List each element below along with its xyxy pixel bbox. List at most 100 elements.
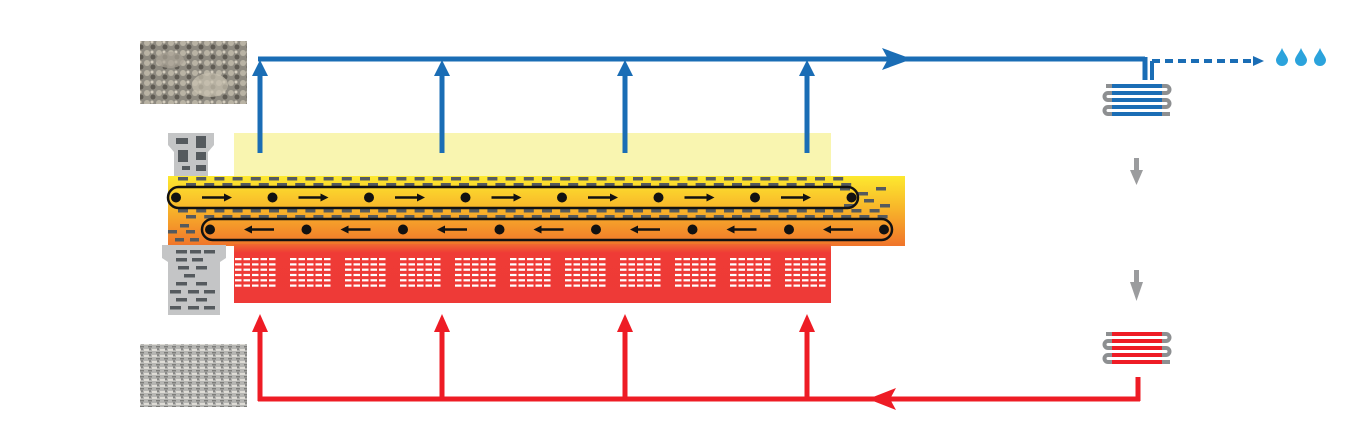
flow-arrow-down-1 (1130, 158, 1143, 185)
material-block (396, 177, 407, 181)
heat-slot (810, 284, 817, 287)
material-block (705, 209, 716, 213)
material-block (196, 209, 207, 213)
heat-slot (400, 279, 407, 282)
coil-bend (1102, 105, 1112, 116)
material-block (633, 177, 643, 181)
material-block (858, 192, 868, 196)
heat-slot (370, 263, 377, 266)
material-block (295, 183, 306, 187)
material-block (687, 209, 698, 213)
heat-slot (700, 268, 707, 271)
heat-slot (785, 263, 792, 266)
coil-bend (1162, 332, 1172, 343)
heat-slot (785, 273, 792, 277)
heat-slot (764, 263, 771, 266)
arrow-up-icon (252, 60, 268, 76)
material-block (550, 183, 560, 187)
heat-slot (683, 279, 690, 282)
material-block (349, 183, 360, 187)
heat-slot (290, 279, 297, 282)
heat-slot (535, 268, 542, 271)
inlet-hopper (168, 133, 214, 176)
heat-slot (260, 268, 267, 271)
heat-slot (472, 263, 479, 266)
heat-slot (400, 284, 407, 287)
material-block (305, 177, 316, 181)
heat-slot (645, 273, 652, 277)
material-block (477, 215, 488, 219)
roller (846, 192, 857, 203)
heat-slot (747, 284, 754, 287)
heat-slot (535, 263, 542, 266)
arrow-right-icon (513, 193, 522, 202)
heat-slot (307, 263, 314, 266)
material-block (250, 177, 261, 181)
heat-slot (810, 263, 817, 266)
material-block (669, 177, 680, 181)
heat-slot (298, 273, 305, 277)
heat-slot (709, 263, 716, 266)
material-block (368, 183, 378, 187)
roller (557, 192, 567, 203)
heat-slot (518, 268, 525, 271)
heat-slot (455, 258, 462, 261)
heat-slot (755, 268, 762, 271)
material-block (313, 215, 324, 219)
heat-slot (683, 268, 690, 271)
material-block (190, 250, 201, 254)
heat-slot (362, 258, 369, 261)
heat-slot (654, 279, 661, 282)
heat-slot (235, 268, 242, 271)
material-block (313, 183, 324, 187)
material-block (178, 209, 188, 213)
heat-slot (544, 263, 551, 266)
heat-slot (400, 263, 407, 266)
heat-slot (518, 258, 525, 261)
heat-slot (243, 258, 250, 261)
heat-slot (738, 284, 745, 287)
humid-air-riser (434, 60, 450, 153)
roller (687, 224, 698, 235)
heating-slots (235, 258, 826, 287)
heat-slot (400, 273, 407, 277)
heat-slot (675, 273, 682, 277)
heat-slot (565, 258, 572, 261)
heat-slot (637, 284, 644, 287)
heat-slot (463, 258, 470, 261)
material-block (404, 215, 415, 219)
material-block (204, 183, 215, 187)
heat-slot (582, 279, 589, 282)
heat-slot (709, 258, 716, 261)
heat-slot (590, 268, 597, 271)
heat-slot (243, 268, 250, 271)
heat-slot (599, 263, 606, 266)
heat-slot (252, 258, 259, 261)
heat-slot (455, 279, 462, 282)
heat-slot (675, 284, 682, 287)
material-block (196, 266, 207, 270)
heat-slot (683, 284, 690, 287)
heat-slot (252, 263, 259, 266)
heat-slot (425, 273, 432, 277)
heat-slot (755, 284, 762, 287)
heat-slot (764, 268, 771, 271)
material-block (404, 183, 415, 187)
heat-slot (755, 263, 762, 266)
heat-slot (764, 279, 771, 282)
material-block (287, 209, 298, 213)
material-block (386, 215, 397, 219)
heat-slot (252, 268, 259, 271)
material-block (168, 230, 177, 234)
heat-slot (235, 279, 242, 282)
outlet-hopper (162, 245, 226, 315)
heat-slot (472, 273, 479, 277)
material-block (804, 215, 815, 219)
heat-slot (700, 284, 707, 287)
heat-slot (637, 258, 644, 261)
heat-slot (298, 279, 305, 282)
material-block (531, 215, 542, 219)
material-block (184, 274, 195, 278)
material-block (341, 209, 352, 213)
heat-slot (269, 279, 276, 282)
